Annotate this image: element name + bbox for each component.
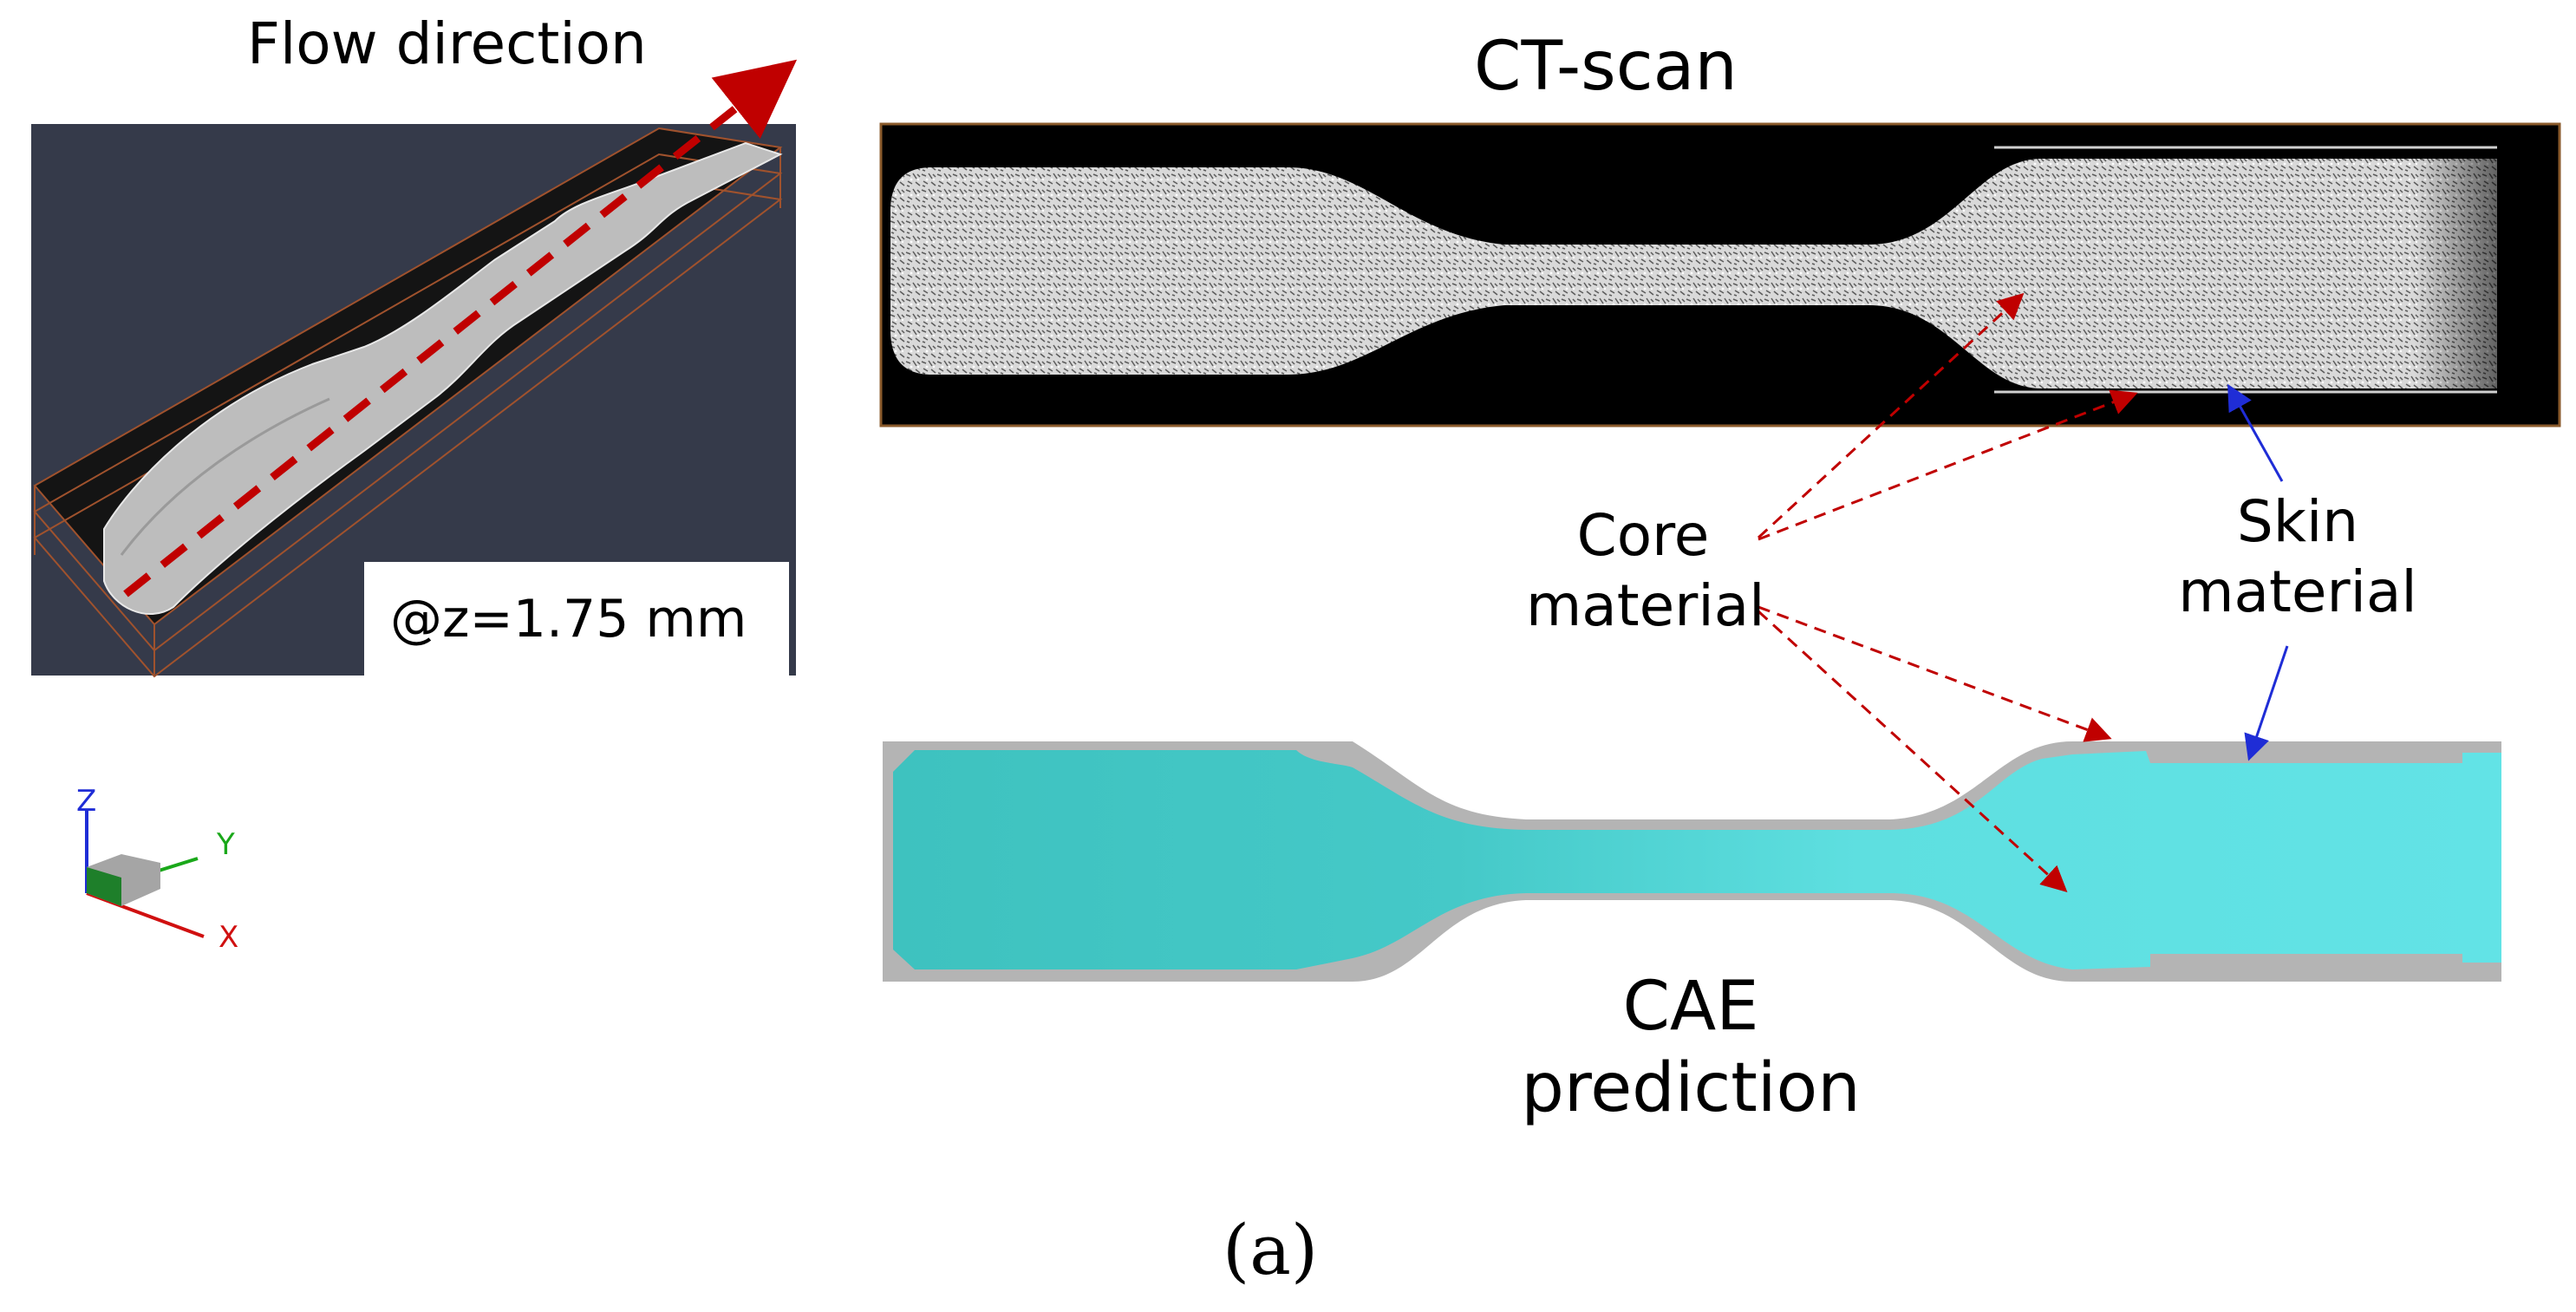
figure-caption: (a) — [1223, 1210, 1319, 1290]
core-material-arrows — [1757, 292, 2138, 893]
y-axis-label: Y — [216, 827, 235, 862]
skin-material-arrows — [2227, 383, 2289, 761]
skin-arrow-cae — [2244, 645, 2289, 761]
core-arrow-ct-edge — [1758, 389, 2138, 541]
cae-panel — [883, 741, 2501, 982]
core-arrow-cae-edge — [1758, 605, 2112, 742]
core-arrow-cae-center — [1757, 610, 2068, 893]
cae-prediction-title: CAE prediction — [1521, 968, 1861, 1127]
cae-core-shape — [893, 750, 2501, 969]
z-value-text: @z=1.75 mm — [390, 589, 747, 649]
ct-scan-panel — [879, 122, 2561, 428]
render-specimen — [103, 141, 783, 616]
skin-arrow-ct — [2227, 383, 2284, 482]
x-axis-label: X — [218, 920, 238, 955]
z-axis-label: Z — [76, 784, 96, 819]
axis-triad: Z Y X — [76, 784, 238, 955]
skin-material-label: Skin material — [2178, 488, 2417, 625]
core-material-label: Core material — [1526, 502, 1765, 639]
ct-scan-title: CT-scan — [1474, 28, 1738, 106]
render-3d-panel — [31, 59, 798, 678]
z-value-label: @z=1.75 mm — [364, 562, 789, 676]
ct-specimen — [890, 159, 2497, 388]
ct-fade — [2168, 159, 2497, 388]
triad-cube-face — [87, 867, 121, 906]
flow-direction-label: Flow direction — [247, 10, 647, 77]
